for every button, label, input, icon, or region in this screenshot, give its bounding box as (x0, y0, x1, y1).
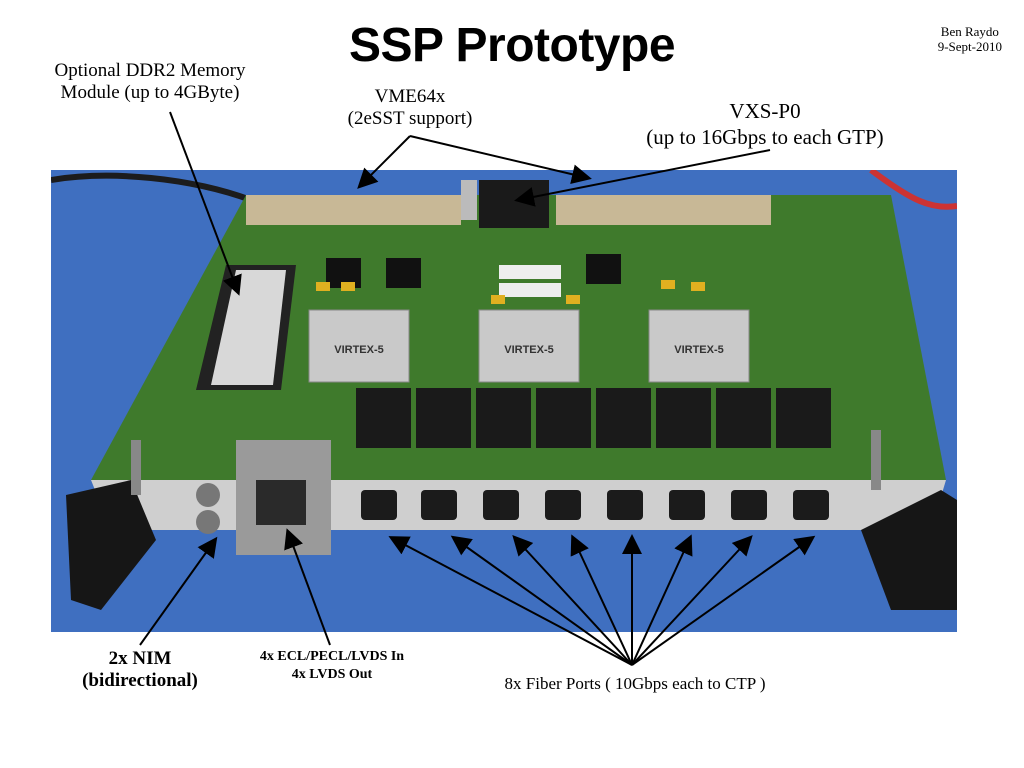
handle-right (861, 490, 957, 610)
connector-guide (461, 180, 477, 220)
label-ecl-pecl-lvds: 4x ECL/PECL/LVDS In 4x LVDS Out (222, 648, 442, 684)
label-ecl-line2: 4x LVDS Out (291, 667, 373, 682)
label-ddr2-memory: Optional DDR2 Memory Module (up to 4GByt… (40, 60, 260, 104)
author-block: Ben Raydo 9-Sept-2010 (938, 24, 1002, 54)
label-vxs-line1: VXS-P0 (729, 99, 801, 123)
label-vxs-p0: VXS-P0 (up to 16Gbps to each GTP) (620, 98, 910, 150)
label-vme64x-line1: VME64x (374, 86, 446, 107)
author-date: 9-Sept-2010 (937, 39, 1002, 54)
board-photo: VIRTEX-5 VIRTEX-5 VIRTEX-5 (51, 170, 957, 632)
fpga-left: VIRTEX-5 (308, 309, 410, 383)
handle-left (66, 480, 156, 610)
chip-3 (586, 254, 621, 284)
ddr2-slot-latch (211, 270, 286, 385)
vxs-p0-connector (479, 180, 549, 228)
fpga-middle-marking: VIRTEX-5 (504, 344, 554, 356)
label-ecl-line1: 4x ECL/PECL/LVDS In (259, 649, 405, 664)
label-vme64x: VME64x (2eSST support) (320, 86, 500, 130)
fpga-middle: VIRTEX-5 (478, 309, 580, 383)
label-sticker-2 (499, 283, 561, 297)
vme-connector-left (246, 195, 461, 225)
label-vme64x-line2: (2eSST support) (347, 108, 473, 129)
slide-title: SSP Prototype (348, 19, 676, 72)
label-vxs-line2: (up to 16Gbps to each GTP) (646, 125, 884, 149)
vme-connector-right (556, 195, 771, 225)
fpga-right-marking: VIRTEX-5 (674, 344, 724, 356)
fpga-left-marking: VIRTEX-5 (334, 344, 384, 356)
label-nim-line1: 2x NIM (108, 648, 172, 669)
fpga-right: VIRTEX-5 (648, 309, 750, 383)
label-fiber-ports: 8x Fiber Ports ( 10Gbps each to CTP ) (504, 674, 766, 693)
red-cable (869, 170, 957, 210)
label-sticker-1 (499, 265, 561, 279)
ecl-connector-socket (256, 480, 306, 525)
screw-left (131, 440, 141, 495)
chip-2 (386, 258, 421, 288)
author-name: Ben Raydo (940, 24, 999, 39)
fiber-ports (361, 490, 829, 520)
screw-right (871, 430, 881, 490)
label-nim-line2: (bidirectional) (82, 670, 198, 691)
nim-connector-2 (196, 510, 220, 534)
heatsinks (356, 388, 831, 448)
capacitors (316, 280, 705, 304)
label-ddr2-line1: Optional DDR2 Memory (54, 60, 246, 81)
nim-connector-1 (196, 483, 220, 507)
label-nim: 2x NIM (bidirectional) (60, 648, 220, 692)
label-ddr2-line2: Module (up to 4GByte) (60, 82, 240, 103)
